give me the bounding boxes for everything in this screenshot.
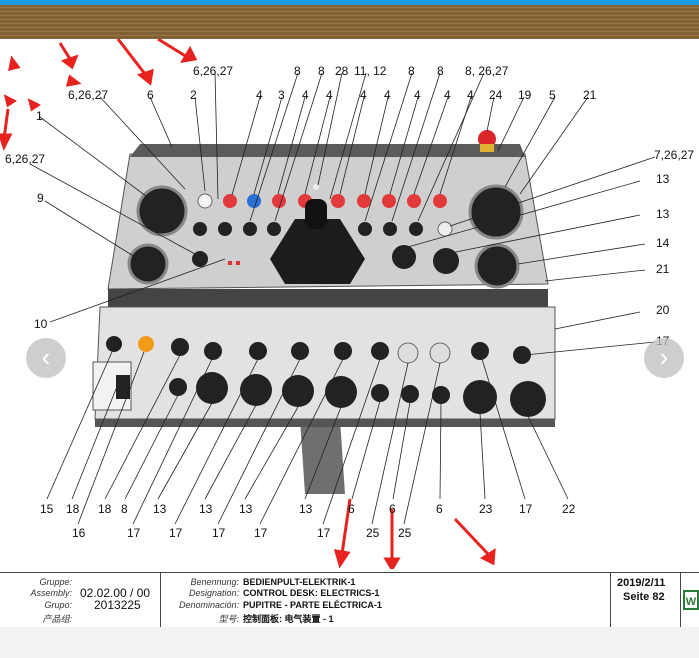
callout-label: 25	[398, 526, 412, 540]
callout-label: 8	[294, 64, 301, 78]
diagram-area: 6,26,27 6,26,27 6 1 6,26,27 9 2 4 3 8 4 …	[0, 39, 699, 569]
callout-label: 13	[199, 502, 213, 516]
designation-value: CONTROL DESK: ELECTRICS-1	[243, 588, 380, 598]
callout-label: 4	[467, 88, 474, 102]
gruppe-label: Gruppe:	[39, 577, 72, 587]
designation-cell: Benennung: Designation: Denominación: 型号…	[160, 573, 611, 627]
title-block: Gruppe: Assembly: Grupo: 产品组: 02.02.00 /…	[0, 572, 699, 628]
logo-cell	[680, 573, 699, 627]
grupo-label: Grupo:	[44, 600, 72, 610]
callout-label: 8, 26,27	[465, 64, 509, 78]
callout-label: 13	[656, 172, 670, 186]
callout-label: 19	[518, 88, 532, 102]
callout-label: 4	[414, 88, 421, 102]
callout-label: 8	[408, 64, 415, 78]
callout-label: 7,26,27	[654, 148, 695, 162]
next-image-button[interactable]: ›	[644, 338, 684, 378]
callout-label: 13	[299, 502, 313, 516]
callout-label: 21	[656, 262, 670, 276]
grupo-value: 2013225	[94, 598, 141, 612]
callout-label: 6	[389, 502, 396, 516]
callout-label: 24	[489, 88, 503, 102]
denominacion-label: Denominación:	[178, 600, 239, 610]
callout-label: 17	[169, 526, 183, 540]
date-value: 2019/2/11	[617, 577, 666, 589]
callout-label: 17	[127, 526, 141, 540]
callout-label: 6	[147, 88, 154, 102]
assembly-value: 02.02.00 / 00	[80, 586, 151, 600]
date-cell: 2019/2/11 Seite 82	[610, 573, 681, 627]
denominacion-value: PUPITRE - PARTE ELÉCTRICA-1	[243, 600, 382, 610]
callout-label: 13	[153, 502, 167, 516]
callout-label: 6,26,27	[193, 64, 234, 78]
callout-label: 14	[656, 236, 670, 250]
callout-label: 4	[384, 88, 391, 102]
callout-label: 10	[34, 317, 48, 331]
callout-label: 8	[121, 502, 128, 516]
callout-label: 17	[254, 526, 268, 540]
callout-label: 22	[562, 502, 576, 516]
callout-label: 6,26,27	[5, 152, 46, 166]
callout-label: 17	[212, 526, 226, 540]
callout-label: 17	[317, 526, 331, 540]
callout-label: 20	[656, 303, 670, 317]
callout-label: 2	[190, 88, 197, 102]
benennung-value: BEDIENPULT-ELEKTRIK-1	[243, 577, 356, 587]
callout-label: 21	[583, 88, 597, 102]
callout-label: 17	[519, 502, 533, 516]
callout-label: 11, 12	[354, 64, 387, 78]
callout-label: 5	[549, 88, 556, 102]
callout-label: 4	[360, 88, 367, 102]
callout-label: 28	[335, 64, 349, 78]
cn-model-value: 控制面板: 电气装置 - 1	[243, 614, 334, 624]
callout-label: 6	[436, 502, 443, 516]
header-banner	[0, 5, 699, 39]
callout-label: 8	[437, 64, 444, 78]
callout-label: 18	[66, 502, 80, 516]
top-accent-line	[0, 0, 699, 5]
company-logo: W	[683, 590, 699, 610]
designation-label: Designation:	[188, 588, 239, 598]
control-desk-illustration	[0, 39, 656, 569]
cn-group-label: 产品组:	[42, 614, 72, 624]
callout-label: 13	[239, 502, 253, 516]
callout-label: 4	[326, 88, 333, 102]
prev-image-button[interactable]: ‹	[26, 338, 66, 378]
callout-label: 15	[40, 502, 54, 516]
callout-label: 13	[656, 207, 670, 221]
callout-label: 9	[37, 191, 44, 205]
callout-label: 4	[256, 88, 263, 102]
callout-label: 3	[278, 88, 285, 102]
assembly-label: Assembly:	[30, 588, 72, 598]
callout-label: 16	[72, 526, 86, 540]
benennung-label: Benennung:	[190, 577, 239, 587]
bottom-bar	[0, 627, 699, 658]
callout-label: 6,26,27	[68, 88, 109, 102]
callout-label: 4	[302, 88, 309, 102]
red-arrows	[0, 39, 496, 569]
callout-label: 8	[318, 64, 325, 78]
cn-model-label: 型号:	[218, 614, 239, 624]
callout-label: 1	[36, 109, 43, 123]
callout-label: 4	[444, 88, 451, 102]
callout-label: 6	[348, 502, 355, 516]
page-number: Seite 82	[623, 591, 665, 603]
callout-label: 18	[98, 502, 112, 516]
callout-label: 23	[479, 502, 493, 516]
callout-label: 25	[366, 526, 380, 540]
